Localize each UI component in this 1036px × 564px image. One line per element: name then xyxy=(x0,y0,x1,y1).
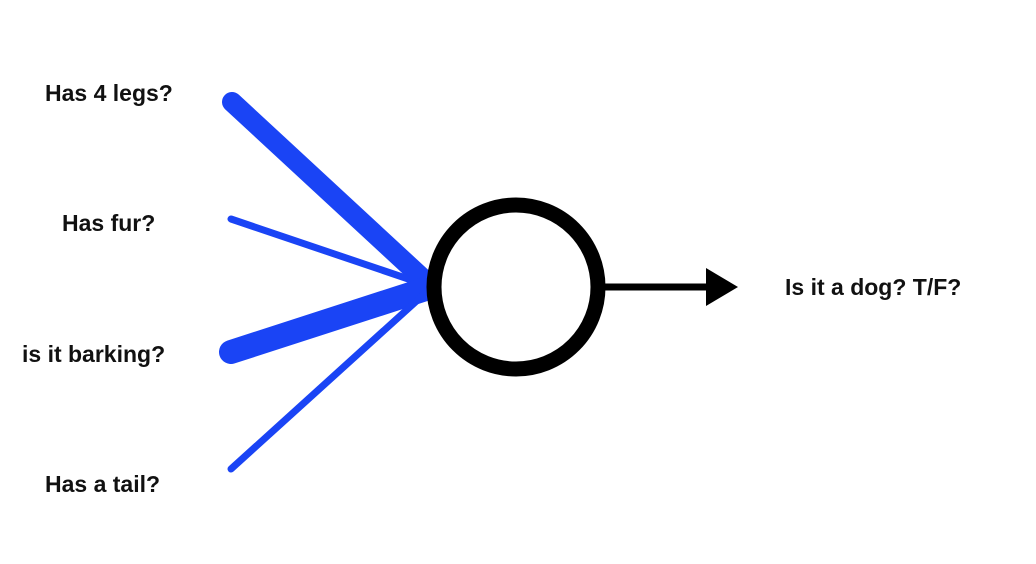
edge-has-a-tail xyxy=(227,283,436,473)
neuron-node xyxy=(426,197,606,377)
output-label: Is it a dog? T/F? xyxy=(785,274,962,300)
input-label-has-fur: Has fur? xyxy=(62,210,156,236)
input-label-has-4-legs: Has 4 legs? xyxy=(45,80,173,106)
input-label-has-a-tail: Has a tail? xyxy=(45,471,161,497)
input-label-is-it-barking: is it barking? xyxy=(22,341,166,367)
edge-has-fur xyxy=(227,215,436,291)
edge-has-4-legs xyxy=(222,92,442,297)
output-arrow-head xyxy=(706,268,738,306)
edge-is-it-barking xyxy=(219,275,444,364)
